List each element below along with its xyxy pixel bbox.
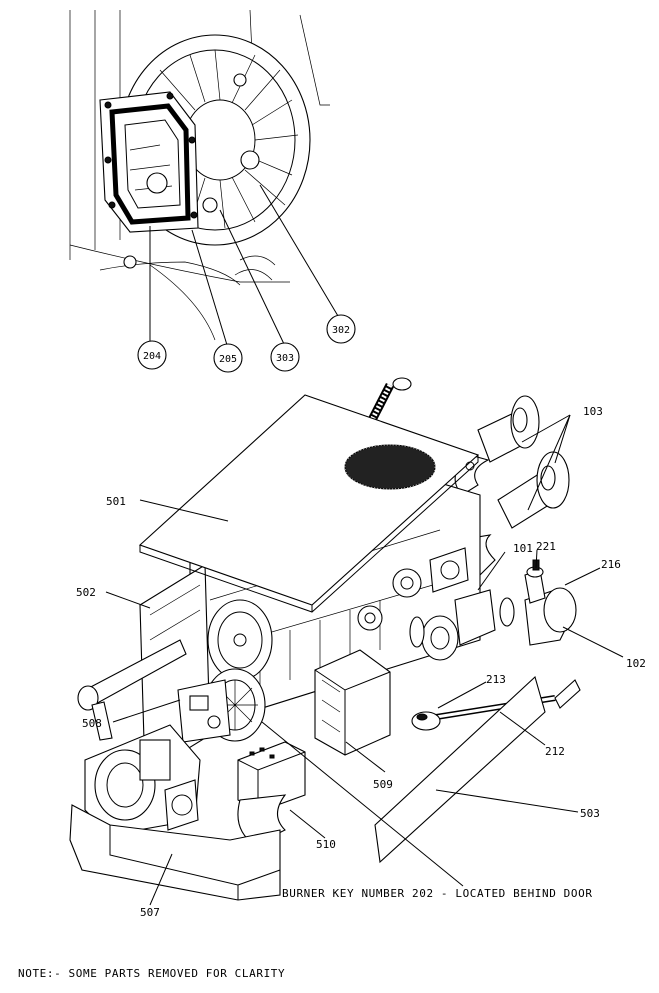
leader-lines <box>105 414 624 906</box>
label-501: 501 <box>106 495 126 508</box>
label-503: 503 <box>580 807 600 820</box>
label-508: 508 <box>82 717 102 730</box>
label-509: 509 <box>373 778 393 791</box>
label-510: 510 <box>316 838 336 851</box>
burner-door-gasket <box>99 91 199 233</box>
bypass-pipe-508 <box>77 639 187 741</box>
footer-note: NOTE:- SOME PARTS REMOVED FOR CLARITY <box>18 967 285 980</box>
pcb-module-509 <box>314 649 391 756</box>
burner-detail-view: 204 205 303 302 <box>69 9 356 373</box>
callout-205: 205 <box>213 343 243 373</box>
label-216: 216 <box>601 558 621 571</box>
top-lid-501 <box>138 394 480 613</box>
callout-302-label: 302 <box>332 325 350 336</box>
return-pipe-101 <box>409 589 496 661</box>
label-221: 221 <box>536 540 556 553</box>
label-101: 101 <box>513 542 533 555</box>
callout-303-label: 303 <box>276 353 294 364</box>
gas-valve-controls <box>177 679 231 743</box>
label-212: 212 <box>545 745 565 758</box>
label-103: 103 <box>583 405 603 418</box>
callout-303: 303 <box>270 342 300 372</box>
base-507 <box>69 804 281 901</box>
control-box-510 <box>237 741 306 846</box>
callout-205-label: 205 <box>219 354 237 365</box>
label-502: 502 <box>76 586 96 599</box>
callout-302: 302 <box>326 314 356 344</box>
label-102: 102 <box>626 657 646 670</box>
label-213: 213 <box>486 673 506 686</box>
pump-fittings <box>499 559 577 646</box>
boiler-exploded-view: 103 501 101 221 216 502 102 508 213 212 … <box>69 377 646 919</box>
label-507: 507 <box>140 906 160 919</box>
gas-hose-top <box>367 377 412 423</box>
burner-location-note: BURNER KEY NUMBER 202 - LOCATED BEHIND D… <box>282 887 593 900</box>
callout-204: 204 <box>137 340 167 370</box>
blower-assembly <box>84 724 201 836</box>
callout-204-label: 204 <box>143 351 161 362</box>
callout-labels: 103 501 101 221 216 502 102 508 213 212 … <box>76 405 646 919</box>
front-panel-503 <box>374 675 546 864</box>
